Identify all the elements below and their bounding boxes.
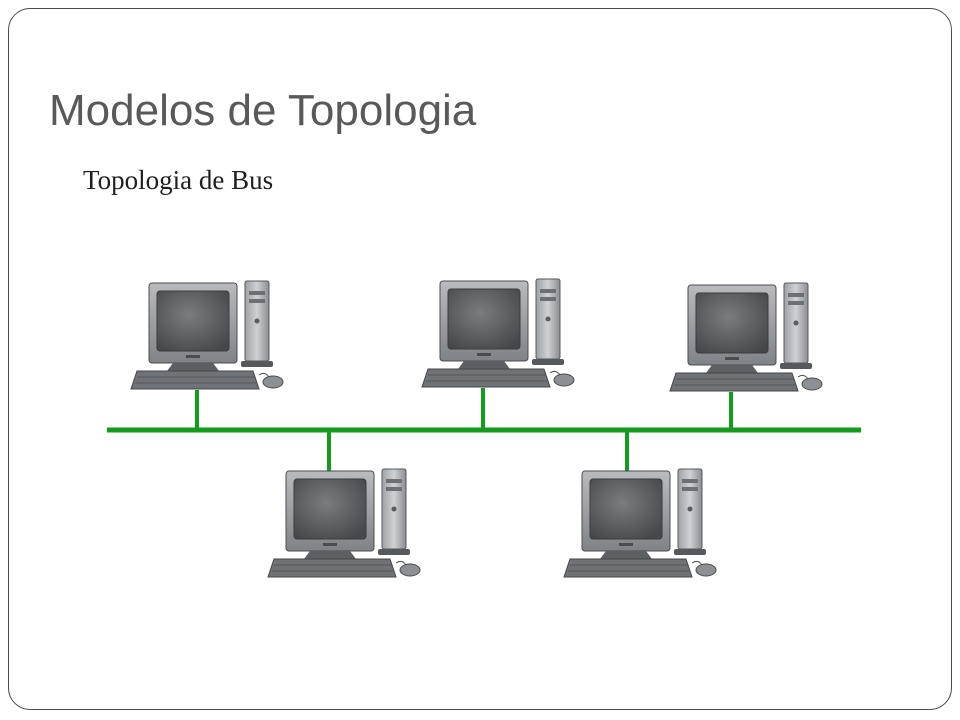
desktop-computer-icon bbox=[421, 278, 575, 388]
desktop-computer-icon bbox=[669, 282, 823, 392]
slide-subtitle: Topologia de Bus bbox=[83, 165, 274, 195]
slide-title: Modelos de Topologia bbox=[49, 86, 477, 135]
bus-topology-diagram bbox=[107, 278, 861, 578]
slide: Modelos de Topologia Topologia de Bus bbox=[8, 8, 952, 710]
desktop-computer-icon bbox=[130, 280, 284, 390]
desktop-computer-icon bbox=[267, 468, 421, 578]
desktop-computer-icon bbox=[563, 468, 717, 578]
